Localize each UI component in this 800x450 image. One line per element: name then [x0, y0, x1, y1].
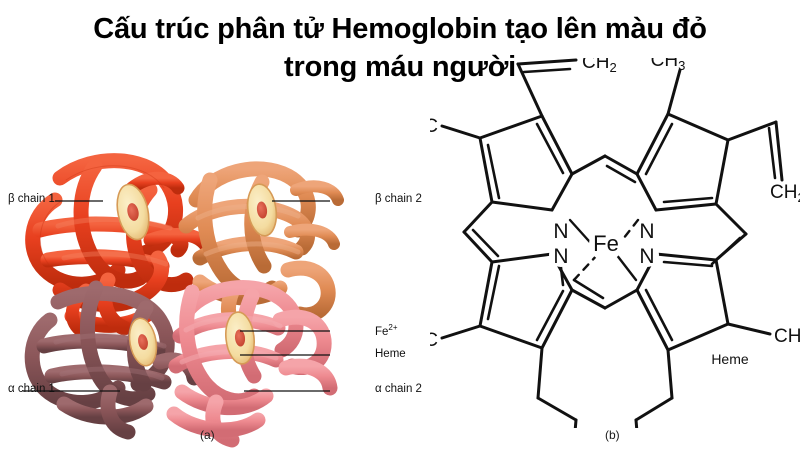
atom-label-n: N [639, 220, 654, 243]
label-iron-ion: Fe2+ [375, 323, 398, 338]
panel-a-hemoglobin-illustration [23, 153, 344, 448]
label-beta-chain-2: β chain 2 [375, 193, 422, 205]
pyrrole-ring-top-right [635, 112, 730, 212]
atom-label-n: N [639, 245, 654, 268]
substituent-label-vinyl-right: CH2 [770, 182, 800, 205]
heme-disc-beta-2 [246, 183, 278, 237]
meso-bridge-top [570, 154, 639, 184]
heme-disc-alpha-2 [225, 311, 255, 365]
pyrrole-ring-bottom-right [635, 252, 730, 352]
vinyl-group-top-left [516, 58, 578, 118]
substituent-label-methyl-lower-left: H3C [430, 330, 438, 353]
label-iron-charge: 2+ [388, 323, 398, 332]
substituent-label-vinyl-top-left: CH2 [582, 58, 617, 75]
caption-panel-b: (b) [605, 428, 620, 442]
vinyl-group-right [726, 120, 784, 182]
label-beta-chain-1: β chain 1 [8, 193, 55, 205]
methyl-bond-lower-right [726, 322, 772, 336]
title-line-1: Cấu trúc phân tử Hemoglobin tạo lên màu … [93, 13, 707, 45]
panel-b-heme-structure: N N N [430, 58, 800, 428]
nitrogen-atom-bottom-right: N [635, 243, 659, 268]
atom-label-fe: Fe [593, 231, 619, 256]
label-alpha-chain-1: α chain 1 [8, 383, 55, 395]
iron-atom-center: Fe [589, 227, 623, 261]
label-alpha-chain-2: α chain 2 [375, 383, 422, 395]
pyrrole-ring-bottom-left [478, 252, 574, 350]
nitrogen-atom-top-left: N [549, 218, 573, 243]
methyl-bond-top-right [666, 68, 682, 116]
page-title: Cấu trúc phân tử Hemoglobin tạo lên màu … [0, 10, 800, 87]
leader-lines-panel-a [23, 200, 330, 392]
methyl-bond-lower-left [440, 324, 482, 340]
pyrrole-ring-top-left [478, 114, 574, 212]
nitrogen-atom-top-right: N [635, 218, 659, 243]
label-heme-panel-a: Heme [375, 348, 406, 360]
atom-label-n: N [553, 220, 568, 243]
substituent-label-methyl-mid-left: H3C [430, 116, 438, 139]
atom-label-n: N [553, 245, 568, 268]
heme-disc-alpha-1 [128, 317, 158, 367]
label-iron-symbol: Fe [375, 325, 389, 338]
propionate-chain-right [634, 348, 674, 428]
substituent-label-methyl-lower-right: CH3 [774, 326, 800, 349]
meso-bridge-right [710, 202, 748, 266]
caption-panel-a: (a) [200, 428, 215, 442]
methyl-bond-mid-left [440, 124, 482, 140]
propionate-chain-left [536, 346, 578, 428]
nitrogen-atom-bottom-left-final: N [549, 243, 573, 268]
label-heme-panel-b: Heme [711, 351, 749, 367]
substituent-label-methyl-top-right: CH3 [651, 58, 686, 73]
meso-bridge-bottom [570, 278, 639, 310]
title-line-2: trong máu người [284, 51, 516, 84]
heme-disc-beta-1 [116, 183, 150, 241]
subunit-alpha-chain-1 [24, 280, 202, 440]
subunit-alpha-chain-2 [166, 280, 338, 448]
meso-bridge-left [462, 200, 500, 264]
